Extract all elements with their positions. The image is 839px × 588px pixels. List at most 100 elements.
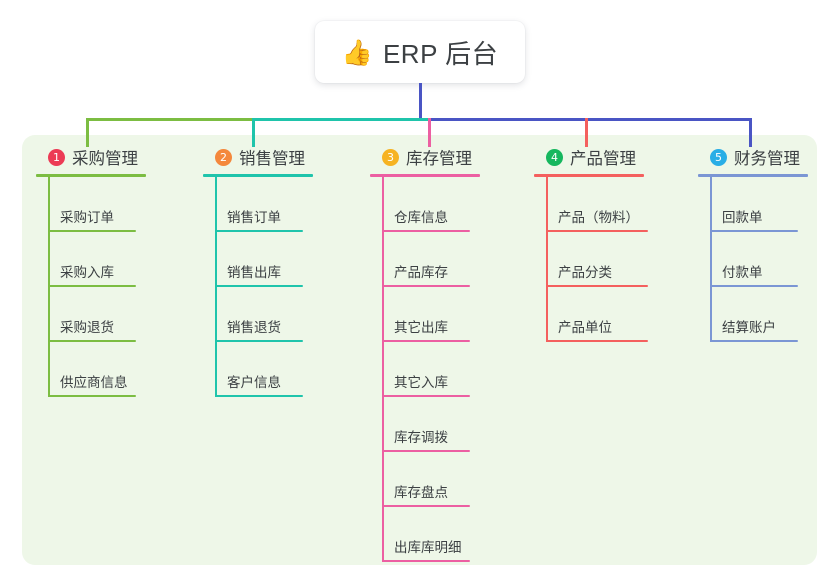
- leaf-node[interactable]: 库存调拨: [382, 397, 470, 452]
- leaf-node-label: 销售订单: [227, 210, 281, 225]
- leaf-node[interactable]: 产品单位: [546, 287, 648, 342]
- leaf-node-label: 其它入库: [394, 375, 448, 390]
- leaf-node[interactable]: 结算账户: [710, 287, 798, 342]
- branch-header-purchase[interactable]: 1 采购管理: [36, 146, 146, 168]
- leaf-node-label: 产品库存: [394, 265, 448, 280]
- branch-spine: [382, 177, 384, 562]
- branch-spine: [546, 177, 548, 342]
- leaf-node-rule: [382, 285, 470, 287]
- leaf-node[interactable]: 采购退货: [48, 287, 136, 342]
- diagram-background-panel: [22, 135, 817, 565]
- branch-spine: [215, 177, 217, 397]
- branch-leaves-finance: 回款单付款单结算账户: [698, 177, 808, 342]
- root-node-card[interactable]: 👍 ERP 后台: [315, 21, 525, 83]
- bus-blue: [428, 118, 752, 121]
- leaf-node-label: 客户信息: [227, 375, 281, 390]
- drop-product: [585, 118, 588, 147]
- leaf-node-rule: [215, 395, 303, 397]
- leaf-node-rule: [382, 230, 470, 232]
- leaf-node[interactable]: 供应商信息: [48, 342, 136, 397]
- leaf-node-label: 产品分类: [558, 265, 612, 280]
- leaf-node-rule: [382, 450, 470, 452]
- leaf-node-label: 库存盘点: [394, 485, 448, 500]
- leaf-node[interactable]: 产品分类: [546, 232, 648, 287]
- leaf-node-rule: [546, 230, 648, 232]
- leaf-node-label: 出库库明细: [394, 540, 462, 555]
- branch-column-finance: 5 财务管理回款单付款单结算账户: [698, 146, 808, 342]
- leaf-node-rule: [48, 340, 136, 342]
- branch-number-badge: 1: [48, 148, 65, 166]
- leaf-node-rule: [382, 395, 470, 397]
- branch-leaves-sales: 销售订单销售出库销售退货客户信息: [203, 177, 313, 397]
- leaf-node[interactable]: 销售退货: [215, 287, 303, 342]
- leaf-node-rule: [48, 395, 136, 397]
- drop-sales: [252, 118, 255, 147]
- branch-header-rule: [534, 174, 644, 177]
- leaf-node-label: 供应商信息: [60, 375, 128, 390]
- root-node-title: ERP 后台: [382, 38, 499, 69]
- leaf-node-label: 采购退货: [60, 320, 114, 335]
- drop-purchase: [86, 118, 89, 147]
- branch-title: 库存管理: [406, 150, 472, 168]
- leaf-node-label: 销售出库: [227, 265, 281, 280]
- leaf-node[interactable]: 销售订单: [215, 177, 303, 232]
- leaf-node-label: 产品（物料）: [558, 210, 639, 225]
- leaf-node-label: 采购入库: [60, 265, 114, 280]
- leaf-node[interactable]: 出库库明细: [382, 507, 470, 562]
- leaf-node-rule: [710, 230, 798, 232]
- branch-header-rule: [370, 174, 480, 177]
- branch-leaves-purchase: 采购订单采购入库采购退货供应商信息: [36, 177, 146, 397]
- branch-number-badge: 5: [710, 148, 727, 166]
- leaf-node[interactable]: 回款单: [710, 177, 798, 232]
- leaf-node-label: 其它出库: [394, 320, 448, 335]
- branch-spine: [710, 177, 712, 342]
- leaf-node-rule: [382, 340, 470, 342]
- leaf-node[interactable]: 客户信息: [215, 342, 303, 397]
- leaf-node-label: 库存调拨: [394, 430, 448, 445]
- leaf-node[interactable]: 库存盘点: [382, 452, 470, 507]
- branch-title: 财务管理: [734, 150, 800, 168]
- leaf-node[interactable]: 仓库信息: [382, 177, 470, 232]
- branch-header-rule: [36, 174, 146, 177]
- branch-column-purchase: 1 采购管理采购订单采购入库采购退货供应商信息: [36, 146, 146, 397]
- branch-header-finance[interactable]: 5 财务管理: [698, 146, 808, 168]
- leaf-node-rule: [710, 340, 798, 342]
- leaf-node[interactable]: 付款单: [710, 232, 798, 287]
- leaf-node-label: 结算账户: [722, 320, 776, 335]
- drop-stock: [428, 118, 431, 147]
- leaf-node[interactable]: 产品库存: [382, 232, 470, 287]
- leaf-node-rule: [546, 285, 648, 287]
- leaf-node-rule: [215, 285, 303, 287]
- leaf-node-label: 回款单: [722, 210, 763, 225]
- branch-title: 产品管理: [570, 150, 636, 168]
- leaf-node-label: 付款单: [722, 265, 763, 280]
- leaf-node-label: 产品单位: [558, 320, 612, 335]
- leaf-node[interactable]: 其它出库: [382, 287, 470, 342]
- leaf-node[interactable]: 采购订单: [48, 177, 136, 232]
- leaf-node-label: 采购订单: [60, 210, 114, 225]
- branch-title: 采购管理: [72, 150, 138, 168]
- leaf-node[interactable]: 产品（物料）: [546, 177, 648, 232]
- leaf-node-rule: [48, 230, 136, 232]
- leaf-node-rule: [382, 560, 470, 562]
- leaf-node[interactable]: 销售出库: [215, 232, 303, 287]
- leaf-node[interactable]: 其它入库: [382, 342, 470, 397]
- thumbs-up-icon: 👍: [341, 37, 373, 67]
- drop-finance: [749, 118, 752, 147]
- leaf-node[interactable]: 采购入库: [48, 232, 136, 287]
- bus-green: [86, 118, 253, 121]
- leaf-node-rule: [710, 285, 798, 287]
- leaf-node-rule: [215, 340, 303, 342]
- leaf-node-label: 销售退货: [227, 320, 281, 335]
- branch-header-rule: [698, 174, 808, 177]
- branch-leaves-product: 产品（物料） 产品分类产品单位: [534, 177, 648, 342]
- leaf-node-label: 仓库信息: [394, 210, 448, 225]
- branch-header-rule: [203, 174, 313, 177]
- branch-title: 销售管理: [239, 150, 305, 168]
- leaf-node-rule: [546, 340, 648, 342]
